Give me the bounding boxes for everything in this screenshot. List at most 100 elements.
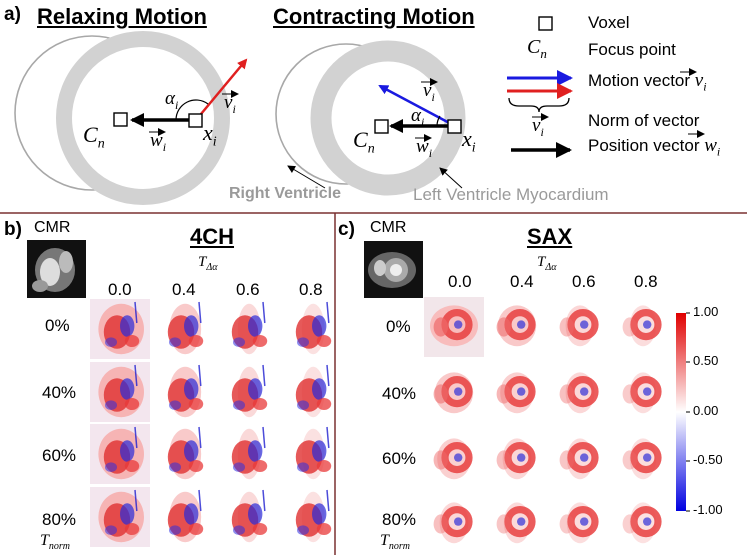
heatmap-tile-4ch-15 bbox=[295, 489, 332, 543]
cmr-thumbnail-sax bbox=[364, 241, 423, 298]
contract-angle-arc bbox=[436, 115, 441, 127]
relax-w-label: wi bbox=[150, 130, 167, 154]
heatmap-tile-sax-6 bbox=[559, 372, 599, 414]
heatmap-tile-4ch-5 bbox=[167, 364, 204, 418]
relax-motion-vector bbox=[195, 58, 248, 121]
panel-c-tdelta: TΔα bbox=[537, 254, 557, 273]
left-ventricle-label: Left Ventricle Myocardium bbox=[413, 185, 609, 204]
rv-pointer bbox=[287, 165, 326, 189]
grid-4ch bbox=[90, 299, 332, 547]
panel-c-col-3: 0.8 bbox=[634, 272, 658, 291]
panel-c-col-1: 0.4 bbox=[510, 272, 534, 291]
legend-norm-label: Norm of vector bbox=[588, 111, 700, 130]
heatmap-tile-4ch-11 bbox=[295, 426, 332, 480]
panel-b-tnorm: Tnorm bbox=[40, 532, 71, 553]
contract-w-label: wi bbox=[416, 136, 433, 160]
heatmap-tile-sax-12 bbox=[433, 502, 473, 544]
panel-b-label: b) bbox=[4, 219, 22, 240]
heatmap-tile-sax-8 bbox=[433, 438, 473, 480]
heatmap-tile-sax-9 bbox=[496, 438, 536, 480]
heatmap-tile-sax-14 bbox=[559, 502, 599, 544]
panel-b-cmr-label: CMR bbox=[34, 219, 71, 236]
panel-c-title: SAX bbox=[527, 224, 573, 249]
heatmap-tile-4ch-7 bbox=[295, 364, 332, 418]
panel-c-col-2: 0.6 bbox=[572, 272, 596, 291]
heatmap-tile-4ch-2 bbox=[231, 301, 268, 355]
panel-c-tnorm: Tnorm bbox=[380, 532, 411, 553]
contract-xi-label: xi bbox=[462, 126, 476, 156]
relax-angle-arc bbox=[175, 99, 209, 121]
legend-brace bbox=[508, 97, 570, 113]
colorbar-tick-4: -0.50 bbox=[693, 452, 723, 467]
panel-b-col-1: 0.4 bbox=[172, 280, 196, 299]
panel-c-row-3: 80% bbox=[382, 510, 417, 529]
panel-b-title: 4CH bbox=[190, 224, 235, 249]
heatmap-tile-sax-10 bbox=[559, 438, 599, 480]
panel-b-col-3: 0.8 bbox=[299, 280, 323, 299]
heatmap-tile-sax-3 bbox=[622, 305, 662, 347]
relax-focus-box bbox=[113, 112, 128, 127]
panel-c-col-0: 0.0 bbox=[448, 272, 472, 291]
heatmap-tile-sax-15 bbox=[622, 502, 662, 544]
relax-xi-label: xi bbox=[203, 120, 217, 150]
contract-title: Contracting Motion bbox=[273, 4, 475, 29]
colorbar-ticks bbox=[686, 312, 690, 512]
legend-cn-symbol: Cn bbox=[527, 36, 547, 61]
contract-lv-ring bbox=[310, 40, 466, 196]
contract-voxel-box bbox=[447, 119, 462, 134]
panel-b-row-3: 80% bbox=[42, 510, 77, 529]
heatmap-tile-sax-1 bbox=[496, 305, 537, 347]
heatmap-tile-sax-0 bbox=[424, 297, 484, 357]
colorbar-tick-5: -1.00 bbox=[693, 502, 723, 517]
heatmap-tile-4ch-0 bbox=[90, 299, 150, 359]
lv-pointer bbox=[439, 167, 463, 189]
heatmap-tile-4ch-4 bbox=[90, 362, 150, 422]
relax-cn-label: Cn bbox=[83, 122, 105, 152]
panel-a-label: a) bbox=[4, 4, 21, 25]
panel-c-row-0: 0% bbox=[386, 317, 411, 336]
right-ventricle-label: Right Ventricle bbox=[229, 185, 342, 202]
legend-voxel-icon bbox=[538, 16, 553, 31]
relax-alpha-label: αi bbox=[165, 88, 179, 112]
panel-b-tdelta: TΔα bbox=[198, 254, 218, 273]
relax-v-label: vi bbox=[224, 92, 236, 116]
relax-title: Relaxing Motion bbox=[37, 4, 207, 29]
heatmap-tile-sax-7 bbox=[622, 372, 662, 414]
panel-c-cmr-label: CMR bbox=[370, 219, 407, 236]
heatmap-tile-4ch-9 bbox=[167, 426, 204, 480]
contract-alpha-label: αi bbox=[411, 105, 425, 129]
panel-c-label: c) bbox=[338, 219, 355, 240]
heatmap-tile-sax-5 bbox=[496, 372, 536, 414]
heatmap-tile-4ch-1 bbox=[167, 301, 204, 355]
cmr-thumbnail-4ch bbox=[27, 240, 86, 298]
heatmap-tile-sax-4 bbox=[433, 372, 474, 414]
heatmap-tile-4ch-12 bbox=[90, 487, 150, 547]
heatmap-tile-sax-2 bbox=[559, 305, 599, 347]
legend-position-label: Position vector wi bbox=[588, 135, 721, 159]
panel-b-col-2: 0.6 bbox=[236, 280, 260, 299]
contract-cn-label: Cn bbox=[353, 127, 375, 157]
heatmap-tile-4ch-3 bbox=[295, 301, 332, 355]
heatmap-tile-4ch-6 bbox=[231, 364, 268, 418]
contract-v-label: vi bbox=[423, 80, 435, 104]
grid-sax bbox=[424, 297, 662, 544]
panel-b-row-2: 60% bbox=[42, 446, 77, 465]
heatmap-tile-4ch-14 bbox=[231, 489, 268, 543]
panel-c-row-2: 60% bbox=[382, 449, 417, 468]
heatmap-tile-4ch-10 bbox=[231, 426, 268, 480]
relax-voxel-box bbox=[188, 113, 203, 128]
heatmap-tile-4ch-13 bbox=[167, 489, 204, 543]
colorbar-tick-3: 0.00 bbox=[693, 403, 719, 418]
heatmap-tile-sax-13 bbox=[496, 502, 536, 544]
panel-b-row-1: 40% bbox=[42, 383, 77, 402]
legend-focus-label: Focus point bbox=[588, 40, 676, 59]
panel-b-row-0: 0% bbox=[45, 316, 70, 335]
contract-focus-box bbox=[374, 119, 389, 134]
colorbar-tick-1: 1.00 bbox=[693, 304, 719, 319]
legend-norm-symbol: vi bbox=[532, 115, 544, 139]
panel-c-row-1: 40% bbox=[382, 384, 417, 403]
colorbar-tick-2: 0.50 bbox=[693, 353, 719, 368]
contract-motion-vector bbox=[378, 84, 456, 128]
panel-b-col-0: 0.0 bbox=[108, 280, 132, 299]
